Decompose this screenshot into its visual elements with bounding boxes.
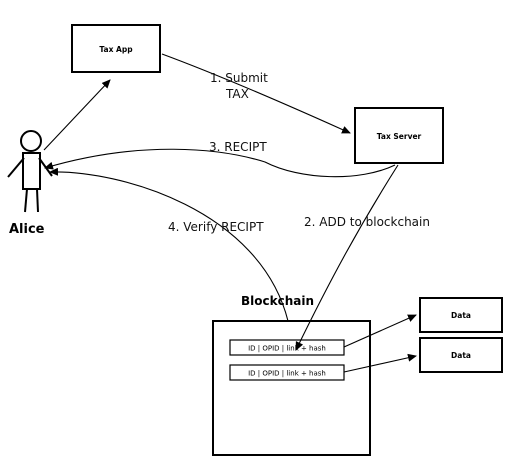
tax-app-label: Tax App bbox=[99, 45, 133, 54]
alice-label: Alice bbox=[9, 222, 45, 237]
data-box-1 bbox=[419, 297, 503, 333]
block-record-1-label: ID | OPID | link + hash bbox=[248, 345, 326, 353]
submit-label-line2: TAX bbox=[225, 87, 249, 101]
verify-recipt-arrow bbox=[49, 167, 289, 322]
record-2-to-data-arrow bbox=[343, 353, 417, 373]
block-record-1 bbox=[229, 339, 345, 356]
submit-label-line1: 1. Submit bbox=[210, 71, 268, 85]
submit-tax-arrow bbox=[161, 53, 351, 134]
recipt-label: 3. RECIPT bbox=[209, 140, 267, 154]
tax-server-box bbox=[354, 107, 444, 164]
tax-server-label: Tax Server bbox=[377, 132, 422, 141]
blockchain-title: Blockchain bbox=[241, 294, 314, 308]
tax-app-box bbox=[71, 24, 161, 73]
add-label: 2. ADD to blockchain bbox=[304, 215, 430, 229]
data-box-1-label: Data bbox=[451, 311, 471, 320]
block-record-2-label: ID | OPID | link + hash bbox=[248, 370, 326, 378]
record-1-to-data-arrow bbox=[343, 314, 417, 348]
add-to-blockchain-arrow bbox=[295, 164, 399, 351]
alice-figure-icon bbox=[7, 130, 53, 213]
data-box-2 bbox=[419, 337, 503, 373]
block-record-2 bbox=[229, 364, 345, 381]
data-box-2-label: Data bbox=[451, 351, 471, 360]
alice-to-tax-app-arrow bbox=[43, 79, 111, 151]
verify-label: 4. Verify RECIPT bbox=[168, 220, 264, 234]
recipt-arrow bbox=[44, 148, 396, 178]
